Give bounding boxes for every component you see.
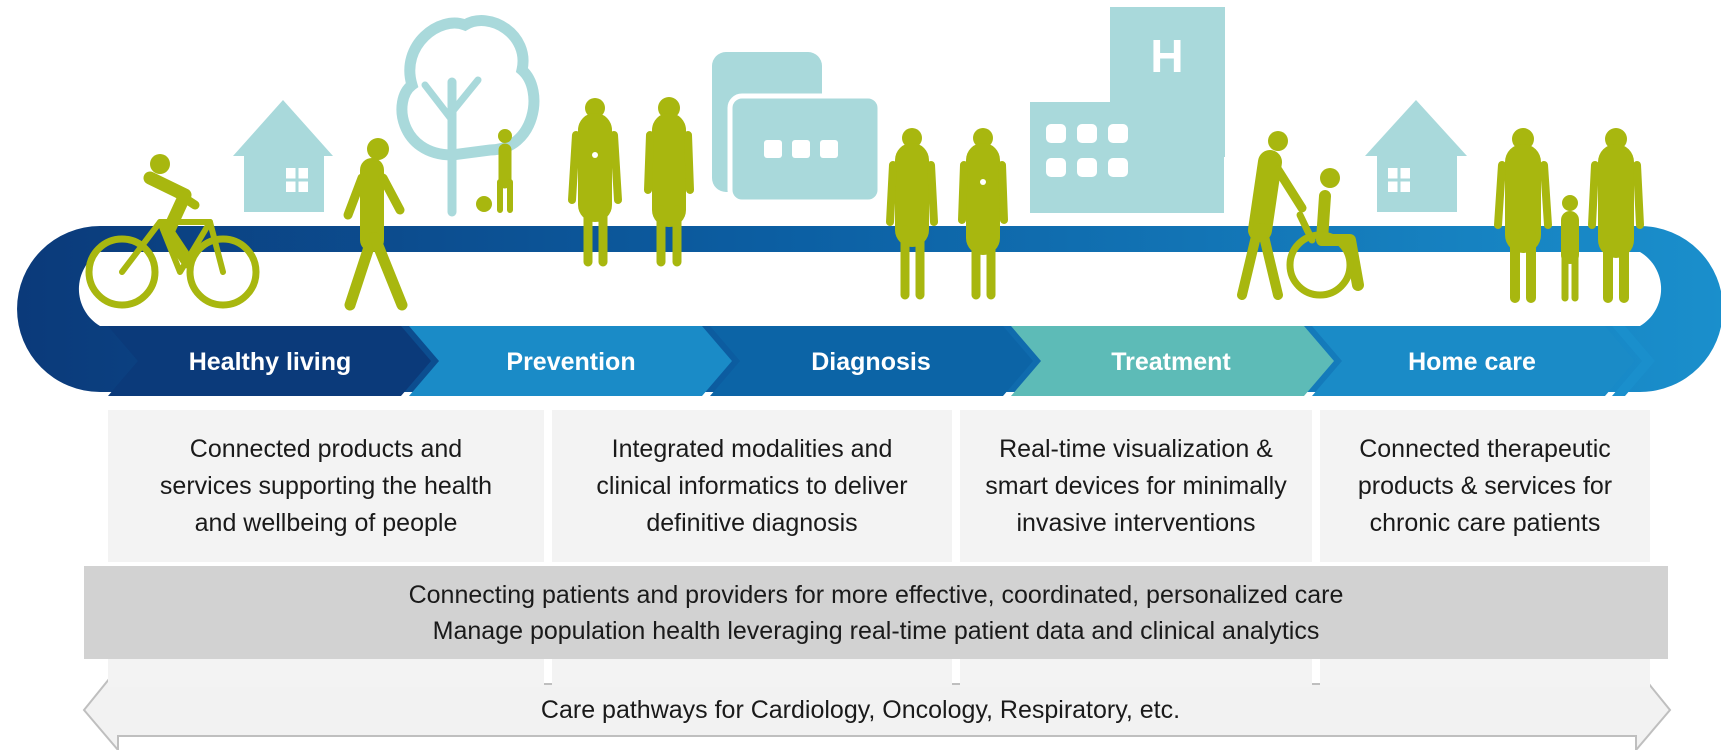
house-icon [233,100,333,212]
description-line: clinical informatics to deliver [596,471,908,500]
stage-label-healthy-living: Healthy living [189,348,352,376]
stage-label-prevention: Prevention [506,348,635,376]
doctor-icon [958,128,1008,300]
walking-person-icon [343,138,408,311]
description-diagnosis: Integrated modalities and clinical infor… [552,410,952,562]
description-home-care: Connected therapeutic products & service… [1320,410,1650,562]
people-figures [85,97,1644,311]
stage-chevron-diagnosis [710,326,1033,396]
box-strip [108,659,544,687]
caregiver-icon [1237,131,1307,300]
description-line: Connected products and [189,434,463,463]
description-line: Real-time visualization & [999,434,1273,463]
box-strip [960,659,1312,687]
description-line: definitive diagnosis [646,508,858,537]
doctor-icon [886,128,938,300]
description-line: chronic care patients [1369,508,1601,537]
cyclist-icon [85,154,260,309]
description-line: products & services for [1357,471,1613,500]
clinic-building-icon [712,52,883,205]
house-icon [1365,100,1467,212]
description-line: Integrated modalities and [611,434,893,463]
hospital-letter: H [1150,30,1183,82]
description-line: and wellbeing of people [194,508,458,537]
band-line-1: Connecting patients and providers for mo… [408,581,1344,609]
stage-chevron-treatment [1011,326,1334,396]
child-with-ball-icon [476,129,513,213]
band-line-2: Manage population health leveraging real… [432,617,1320,645]
care-pathway-label: Care pathways for Cardiology, Oncology, … [540,696,1181,724]
description-line: smart devices for minimally [985,471,1287,500]
box-strip [1320,659,1650,687]
hospital-icon: H [1030,7,1225,213]
stage-chevron-prevention [409,326,732,396]
stage-chevrons: Healthy living Prevention Diagnosis Trea… [108,326,1655,396]
nurse-icon [644,97,694,267]
description-line: Connected therapeutic [1359,434,1611,463]
stage-label-treatment: Treatment [1111,348,1231,376]
integration-band: Connecting patients and providers for mo… [84,566,1668,659]
wheelchair-user-icon [1286,168,1364,299]
stage-label-home-care: Home care [1408,348,1536,376]
stage-chevron-healthy-living [108,326,431,396]
box-strip [552,659,952,687]
description-healthy-living: Connected products and services supporti… [108,410,544,562]
stage-label-diagnosis: Diagnosis [811,348,930,376]
tree-icon [396,15,540,217]
description-line: invasive interventions [1016,508,1256,537]
stage-chevron-home-care [1312,326,1635,396]
description-line: services supporting the health [159,471,493,500]
description-treatment: Real-time visualization & smart devices … [960,410,1312,562]
family-icon [1494,128,1644,303]
stage-chevron-end [1612,326,1655,396]
scenery: H [233,7,1467,217]
doctor-icon [568,98,622,267]
